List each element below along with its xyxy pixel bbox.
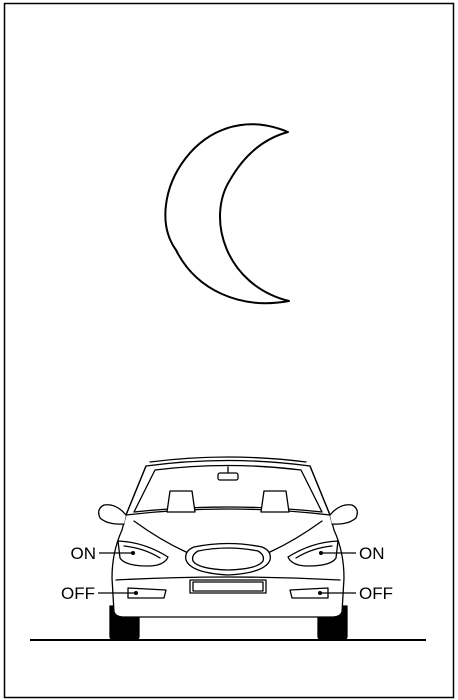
left-seat (167, 491, 195, 512)
headlight-right-label: ON (359, 544, 385, 563)
left-side-mirror (99, 505, 126, 524)
right-side-mirror (330, 505, 357, 524)
crescent-moon-icon (165, 124, 289, 303)
foglight-left-label: OFF (61, 584, 95, 603)
car-front-icon (99, 457, 358, 640)
headlight-left-label: ON (71, 544, 97, 563)
foglight-right-label: OFF (359, 584, 393, 603)
right-seat (261, 491, 289, 512)
